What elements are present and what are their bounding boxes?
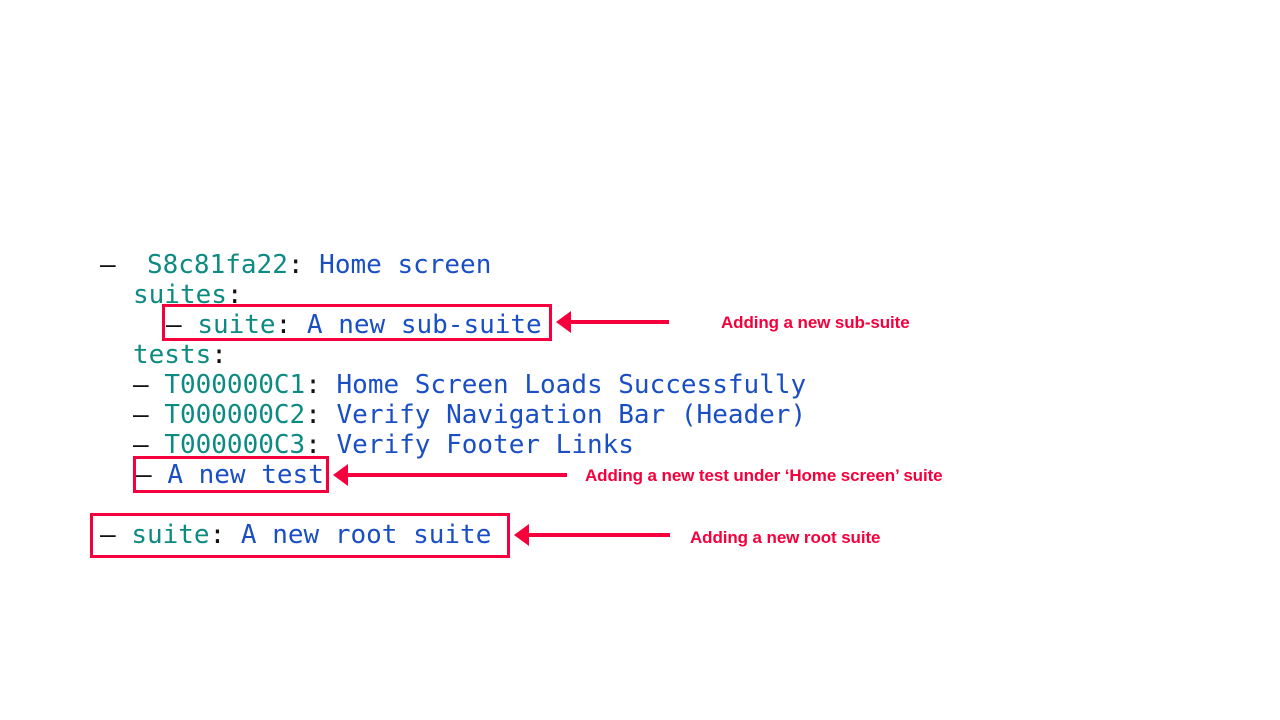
suite-key-label: suite [197,310,276,340]
tests-key-label: tests [133,340,212,370]
colon: : [226,280,243,310]
list-dash: – [100,250,116,280]
list-dash: – [166,310,182,340]
root-suite-name: A new root suite [240,520,492,550]
tree-line-test-c1: – T000000C1: Home Screen Loads Successfu… [133,370,806,400]
tree-line-new-test: – A new test [136,460,324,490]
colon: : [209,520,226,550]
test-name: Home Screen Loads Successfully [336,370,807,400]
colon: : [211,340,227,370]
colon: : [305,370,321,400]
list-dash: – [133,430,149,460]
colon: : [287,250,304,280]
suite-id: S8c81fa22 [146,250,288,280]
list-dash: – [133,400,149,430]
annotation-label-sub-suite: Adding a new sub-suite [721,313,910,332]
new-test-name: A new test [167,460,324,490]
list-dash: – [100,520,116,550]
test-id: T000000C2 [164,400,306,430]
tree-line-new-sub-suite: – suite: A new sub-suite [166,310,542,340]
suite-name: Home screen [319,250,492,280]
tree-line-tests-key: tests: [133,340,227,370]
sub-suite-name: A new sub-suite [306,310,542,340]
tree-line-suites-key: suites: [133,280,243,310]
test-id: T000000C1 [164,370,306,400]
tree-line-test-c3: – T000000C3: Verify Footer Links [133,430,634,460]
tree-line-root-suite-home-screen: – S8c81fa22: Home screen [100,250,491,280]
list-dash: – [136,460,152,490]
colon: : [275,310,292,340]
colon: : [305,400,321,430]
tree-line-test-c2: – T000000C2: Verify Navigation Bar (Head… [133,400,806,430]
test-id: T000000C3 [164,430,306,460]
annotation-label-new-test: Adding a new test under ‘Home screen’ su… [585,466,943,485]
test-name: Verify Navigation Bar (Header) [336,400,807,430]
annotation-label-root-suite: Adding a new root suite [690,528,881,547]
suites-key-label: suites [133,280,227,310]
test-name: Verify Footer Links [336,430,634,460]
suite-key-label: suite [131,520,210,550]
list-dash: – [133,370,149,400]
tree-line-new-root-suite: – suite: A new root suite [100,520,491,550]
colon: : [305,430,321,460]
